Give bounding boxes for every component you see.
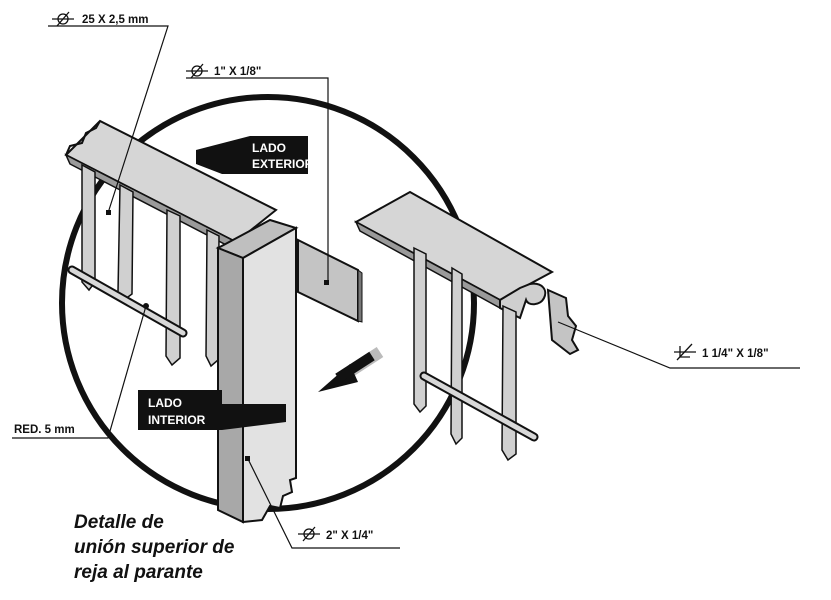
left-gate-assembly [64,119,560,524]
label-flat-bar-group: 25 X 2,5 mm [52,11,148,27]
diameter-icon [186,63,208,79]
tag-exterior-line-1: LADO [252,141,286,155]
caption-line-1: Detalle de [74,512,164,533]
left-round-bar-highlight [69,267,186,336]
small-angle-plate-edge [357,269,363,323]
right-picket-2 [450,266,463,446]
label-round-bar: RED. 5 mm [14,424,75,436]
leader-right-angle [557,321,800,369]
caption: Detalle de unión superior de reja al par… [74,512,235,583]
label-post-group: 2" X 1/4" [298,526,373,542]
caption-line-3: reja al parante [74,562,203,583]
tag-interior: LADO INTERIOR [138,390,286,430]
bolt-marker-post [245,456,250,461]
left-flat-bar-break [65,120,101,156]
right-picket-3 [501,304,517,462]
angle-profile-icon [674,343,696,361]
label-small-angle-group: 1" X 1/8" [186,63,261,79]
assembly-arrow-icon [318,346,384,392]
right-picket-1 [413,246,427,414]
label-flat-bar: 25 X 2,5 mm [82,14,148,26]
right-round-bar-highlight [421,373,537,440]
left-picket-2 [117,183,134,302]
leader-post [247,458,400,549]
post-front-face [217,246,244,524]
right-gate-assembly [353,190,580,462]
label-right-angle-group: 1 1/4" X 1/8" [674,343,769,361]
label-post: 2" X 1/4" [326,530,373,542]
tag-interior-line-2: INTERIOR [148,413,206,427]
caption-line-2: unión superior de [74,537,235,558]
leader-round-bar [12,305,147,439]
diameter-icon [298,526,320,542]
leader-lines [12,25,800,549]
right-angle-plate [546,288,580,356]
post-side-face [242,226,297,524]
label-small-angle: 1" X 1/8" [214,66,261,78]
tag-exterior-line-2: EXTERIOR [252,157,314,171]
label-right-angle: 1 1/4" X 1/8" [702,348,769,360]
tag-exterior: LADO EXTERIOR [196,136,314,174]
left-picket-4 [205,228,220,368]
diameter-icon [52,11,74,27]
tag-interior-line-1: LADO [148,396,182,410]
left-picket-1 [81,163,96,292]
leader-small-angle [186,77,329,283]
bolt-marker-angle [324,280,329,285]
leader-flat-bar [48,25,169,214]
left-picket-3 [165,208,181,367]
